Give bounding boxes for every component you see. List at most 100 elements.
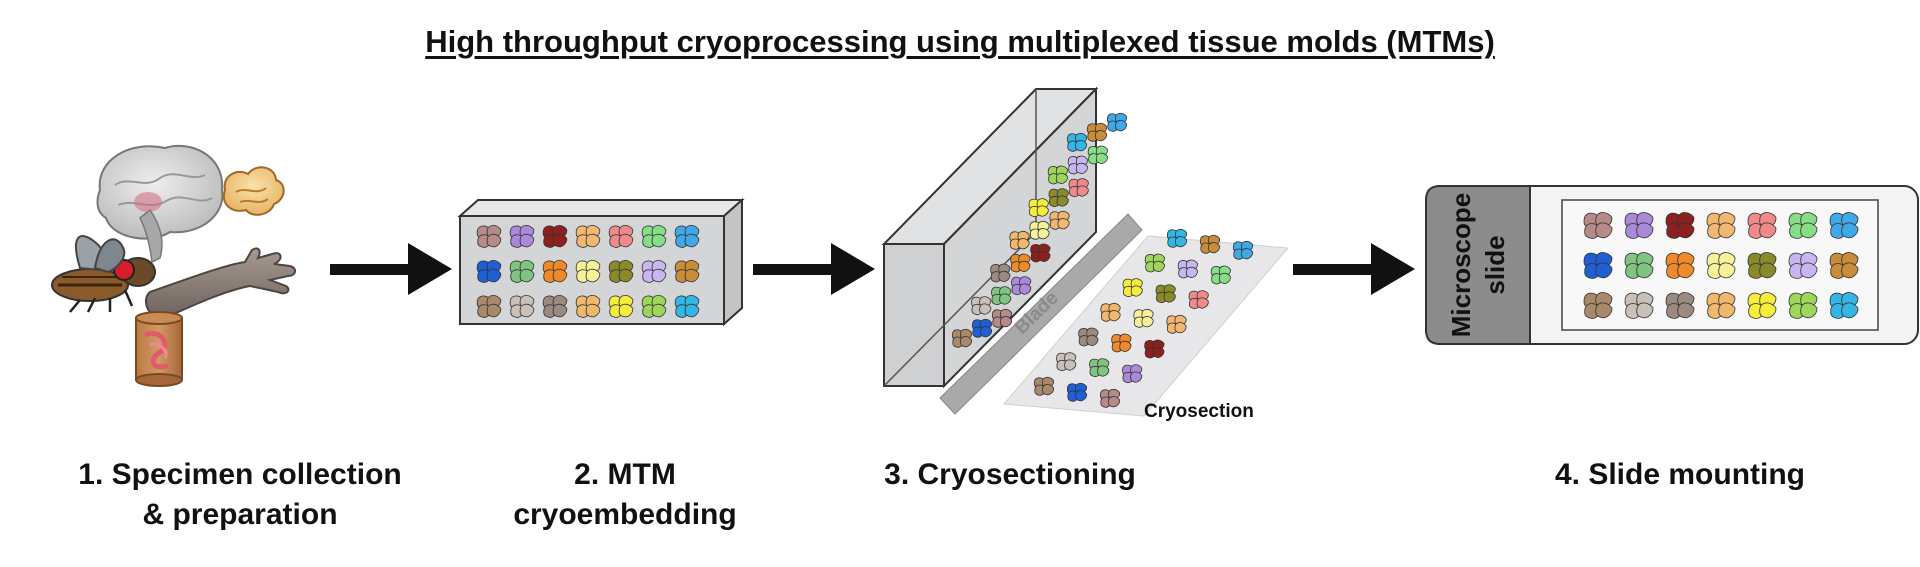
- tissue-piece: [651, 233, 667, 248]
- tissue-piece: [999, 293, 1012, 305]
- mtm-tissue: [674, 225, 700, 248]
- tissue-piece: [1115, 120, 1128, 132]
- mtm-tissue: [476, 260, 502, 283]
- tissue-piece: [998, 270, 1011, 282]
- tissue-piece: [519, 268, 535, 283]
- mtm-tissue: [608, 225, 634, 248]
- tissue-piece: [1086, 334, 1099, 346]
- block-tissue: [1029, 220, 1050, 240]
- tissue-piece: [980, 326, 993, 338]
- section-tissue: [1177, 259, 1198, 279]
- figure-title: High throughput cryoprocessing using mul…: [425, 24, 1495, 59]
- block-tissue: [971, 318, 993, 338]
- tissue-piece: [552, 233, 568, 248]
- tissue-piece: [1841, 262, 1859, 279]
- section-tissue: [1099, 388, 1121, 408]
- step-1-label: 1. Specimen collection & preparation: [60, 455, 420, 535]
- mtm-tissue: [608, 260, 634, 283]
- mtm-tissue: [509, 225, 535, 248]
- tissue-cylinder-icon: [135, 311, 183, 387]
- specimens-group: [51, 144, 296, 387]
- slide-tissue: [1788, 252, 1818, 279]
- slide-tissue: [1829, 292, 1859, 319]
- mtm-tissue: [476, 225, 502, 248]
- slide-tissue: [1583, 252, 1613, 279]
- mtm-tissue: [575, 225, 601, 248]
- tissue-piece: [1042, 384, 1055, 396]
- mtm-tissue: [542, 225, 568, 248]
- section-tissue: [1199, 234, 1221, 254]
- tissue-piece: [651, 303, 667, 318]
- section-tissue: [1144, 253, 1165, 273]
- tissue-piece: [519, 233, 535, 248]
- cryosection-tissue-grid: [1033, 228, 1254, 408]
- cryosection-label: Cryosection: [1144, 401, 1254, 422]
- section-tissue: [1122, 364, 1143, 384]
- step-3-line1: 3. Cryosectioning: [884, 458, 1136, 491]
- arrow-1: [330, 243, 452, 295]
- block-tissue: [1030, 243, 1051, 263]
- tissue-piece: [1095, 152, 1108, 164]
- section-tissue: [1155, 284, 1176, 304]
- slide-tissue: [1706, 252, 1736, 279]
- tissue-piece: [1196, 297, 1209, 309]
- block-tissue: [951, 328, 973, 348]
- tissue-piece: [1718, 302, 1736, 319]
- step-2-line2: cryoembedding: [513, 498, 737, 531]
- block-tissue: [1010, 253, 1031, 273]
- cerebellum-icon: [222, 166, 285, 216]
- tissue-piece: [1076, 185, 1089, 197]
- mtm-block: [457, 197, 745, 327]
- mtm-tissue: [509, 295, 535, 318]
- tissue-piece: [618, 268, 634, 283]
- section-tissue: [1166, 228, 1188, 248]
- step-2-label: 2. MTM cryoembedding: [480, 455, 770, 535]
- step-4-line1: 4. Slide mounting: [1554, 458, 1805, 491]
- slide-label-line1: Microscope: [1446, 193, 1476, 338]
- tissue-piece: [519, 303, 535, 318]
- tissue-piece: [1055, 172, 1068, 184]
- slide-tissue: [1788, 292, 1818, 319]
- section-tissue: [1078, 327, 1099, 347]
- tissue-piece: [1163, 291, 1176, 303]
- block-tissue: [1087, 145, 1108, 165]
- slide-tissue-grid: [1583, 212, 1859, 319]
- tissue-piece: [1677, 302, 1695, 319]
- tissue-piece: [1141, 316, 1154, 328]
- tissue-piece: [1095, 130, 1108, 142]
- tissue-piece: [1119, 340, 1132, 352]
- tissue-piece: [1677, 222, 1695, 239]
- section-tissue: [1056, 352, 1077, 372]
- mtm-tissue: [542, 295, 568, 318]
- slide-tissue: [1747, 212, 1777, 239]
- tissue-piece: [1759, 262, 1777, 279]
- tissue-piece: [486, 268, 502, 283]
- tissue-piece: [1097, 365, 1110, 377]
- microscope-slide: Microscope slide: [1425, 185, 1919, 345]
- tissue-piece: [1800, 302, 1818, 319]
- tissue-piece: [1130, 371, 1143, 383]
- block-tissue: [1066, 132, 1088, 152]
- section-tissue: [1111, 333, 1132, 353]
- block-tissue: [991, 308, 1013, 328]
- tissue-piece: [1595, 262, 1613, 279]
- block-tissue: [1106, 112, 1128, 132]
- tissue-piece: [1718, 222, 1736, 239]
- slide-tissue: [1665, 292, 1695, 319]
- block-tissue: [1067, 155, 1088, 175]
- section-tissue: [1122, 278, 1143, 298]
- tissue-piece: [1841, 222, 1859, 239]
- tissue-piece: [1636, 222, 1654, 239]
- slide-tissue: [1706, 212, 1736, 239]
- section-tissue: [1089, 358, 1110, 378]
- tissue-piece: [486, 233, 502, 248]
- cryosectioning-group: Blade Cryosection: [881, 86, 1290, 422]
- mtm-tissue: [575, 295, 601, 318]
- tissue-piece: [1036, 205, 1049, 217]
- fly-icon: [51, 235, 156, 313]
- block-tissue: [991, 286, 1012, 306]
- step-2-line1: 2. MTM: [574, 458, 676, 491]
- arrow-2: [753, 243, 875, 295]
- mtm-tissue: [674, 295, 700, 318]
